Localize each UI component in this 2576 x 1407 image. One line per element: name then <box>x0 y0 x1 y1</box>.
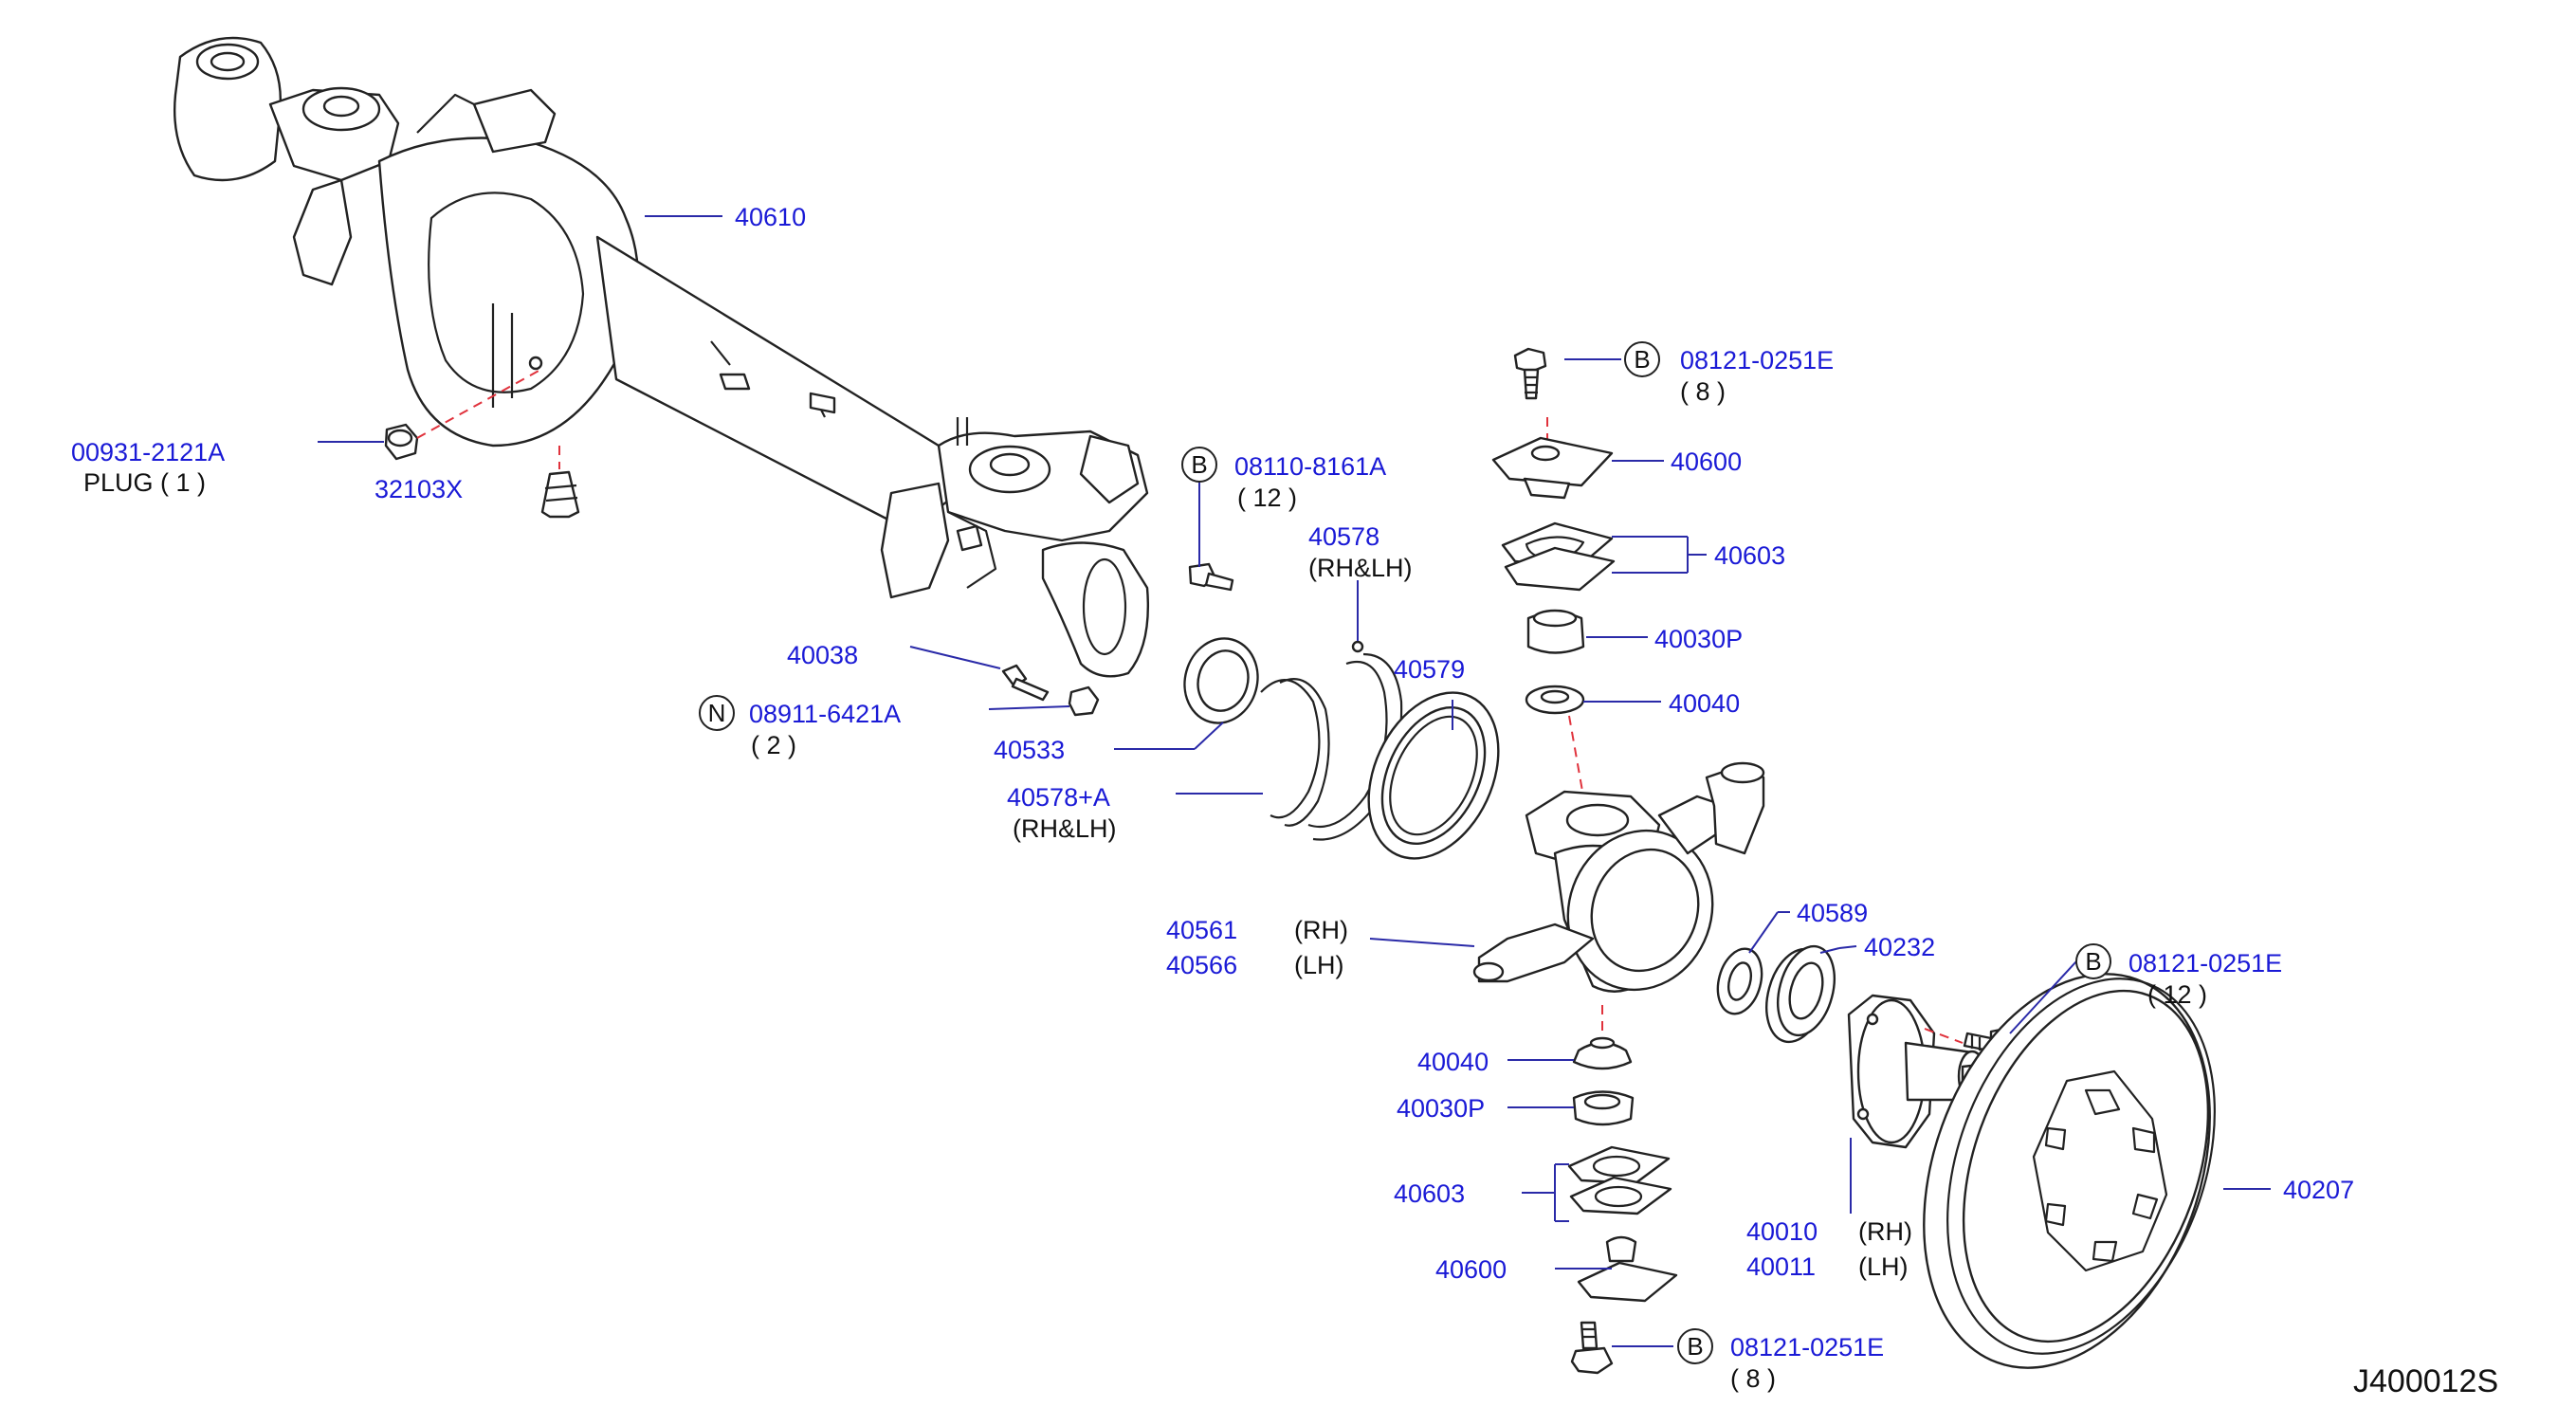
shim-40603-top-drawing <box>1501 521 1616 592</box>
label-40030p-top[interactable]: 40030P <box>1654 625 1743 653</box>
bearing-40232-drawing <box>1765 944 1836 1044</box>
bearing-40040-top-drawing <box>1525 685 1585 715</box>
label-plug: PLUG ( 1 ) <box>83 468 206 497</box>
label-40040-top[interactable]: 40040 <box>1669 689 1740 718</box>
svg-text:B: B <box>1191 450 1207 479</box>
bolt-marker-hub: B <box>2075 943 2111 979</box>
brake-disc-drawing <box>1923 973 2216 1369</box>
label-08121-top-qty: ( 8 ) <box>1680 377 1726 406</box>
svg-text:B: B <box>1687 1332 1703 1361</box>
diagram-reference-code: J400012S <box>2353 1363 2498 1399</box>
label-40232[interactable]: 40232 <box>1864 933 1935 961</box>
label-08121-0251e-hub[interactable]: 08121-0251E <box>2128 949 2282 978</box>
bolt-marker-08110: B <box>1181 447 1217 483</box>
bearing-40040-bot-drawing <box>1572 1036 1633 1070</box>
bushing-40030p-bot-drawing <box>1572 1090 1635 1126</box>
plug-dashed-guide <box>416 369 541 439</box>
label-08110-8161a[interactable]: 08110-8161A <box>1234 452 1386 481</box>
label-32103x[interactable]: 32103X <box>375 475 463 503</box>
bolt-top-drawing <box>1513 347 1547 400</box>
shim-40603-bot-drawing <box>1567 1145 1672 1215</box>
label-40561-side: (RH) <box>1294 916 1348 944</box>
seal-40589-drawing <box>1716 947 1763 1015</box>
label-40038[interactable]: 40038 <box>787 641 858 669</box>
leader-lines <box>318 215 2271 1347</box>
bolt-40038-drawing <box>1001 664 1050 702</box>
label-40578a[interactable]: 40578+A <box>1007 783 1110 812</box>
label-08911-6421a[interactable]: 08911-6421A <box>749 700 901 728</box>
label-40610[interactable]: 40610 <box>735 203 806 231</box>
label-08110-qty: ( 12 ) <box>1237 484 1297 512</box>
bolt-08110-drawing <box>1188 562 1234 592</box>
bolt-marker-bottom: B <box>1677 1328 1713 1364</box>
svg-text:B: B <box>2085 947 2101 976</box>
kingpin-mid-dashed-guide <box>1568 715 1584 797</box>
svg-text:N: N <box>708 699 726 727</box>
label-40578a-side: (RH&LH) <box>1013 814 1117 843</box>
hub-bolt-dashed-guide <box>1924 1028 1964 1044</box>
nut-marker-08911: N <box>699 695 735 731</box>
bushing-40030p-top-drawing <box>1526 609 1585 654</box>
plug-drawing <box>384 423 419 461</box>
axle-housing-drawing <box>174 36 1149 678</box>
label-40561[interactable]: 40561 <box>1166 916 1237 944</box>
gasket-40578a-drawing <box>1260 678 1330 827</box>
seal-40579-drawing <box>1367 691 1500 860</box>
label-40566[interactable]: 40566 <box>1166 951 1237 979</box>
label-40589[interactable]: 40589 <box>1797 899 1868 927</box>
label-40603-top[interactable]: 40603 <box>1714 541 1785 570</box>
label-40578[interactable]: 40578 <box>1308 522 1379 551</box>
label-08121-bot-qty: ( 8 ) <box>1730 1364 1776 1393</box>
label-40207[interactable]: 40207 <box>2283 1176 2354 1204</box>
label-40011[interactable]: 40011 <box>1746 1252 1816 1281</box>
bolt-bot-drawing <box>1570 1321 1614 1375</box>
label-40600-top[interactable]: 40600 <box>1671 448 1742 476</box>
label-40579[interactable]: 40579 <box>1394 655 1465 684</box>
svg-text:B: B <box>1634 345 1650 374</box>
breather-drawing <box>540 470 580 519</box>
label-40030p-bot[interactable]: 40030P <box>1397 1094 1485 1123</box>
knuckle-drawing <box>1472 761 1765 993</box>
cap-40600-bot-drawing <box>1577 1235 1678 1303</box>
label-40566-side: (LH) <box>1294 951 1344 979</box>
label-40600-bot[interactable]: 40600 <box>1435 1255 1507 1284</box>
label-08121-0251e-top[interactable]: 08121-0251E <box>1680 346 1834 375</box>
label-08911-qty: ( 2 ) <box>751 731 796 759</box>
label-08121-0251e-bot[interactable]: 08121-0251E <box>1730 1333 1884 1361</box>
cap-40600-top-drawing <box>1491 436 1614 500</box>
label-08121-hub-qty: ( 12 ) <box>2147 980 2207 1009</box>
nut-08911-drawing <box>1068 685 1100 717</box>
seal-40533-drawing <box>1183 637 1259 724</box>
label-40603-bot[interactable]: 40603 <box>1394 1179 1465 1208</box>
label-00931-2121a[interactable]: 00931-2121A <box>71 438 225 466</box>
label-40533[interactable]: 40533 <box>994 736 1065 764</box>
label-40040-bot[interactable]: 40040 <box>1417 1048 1489 1076</box>
label-40011-side: (LH) <box>1858 1252 1909 1281</box>
label-40010[interactable]: 40010 <box>1746 1217 1818 1246</box>
bolt-marker-top: B <box>1624 341 1660 377</box>
label-40578-side: (RH&LH) <box>1308 554 1413 582</box>
label-40010-side: (RH) <box>1858 1217 1912 1246</box>
